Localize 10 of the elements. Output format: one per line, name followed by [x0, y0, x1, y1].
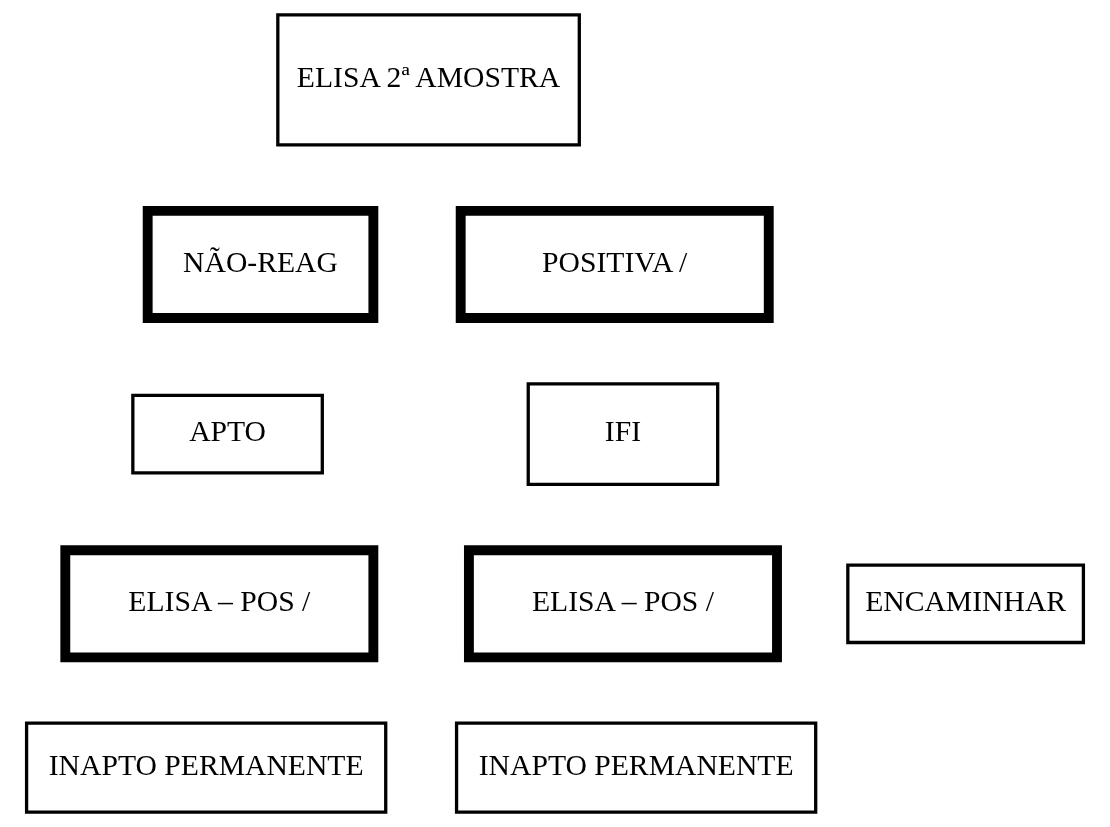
- node-box: ENCAMINHAR: [846, 563, 1086, 645]
- node-box: ELISA – POS /: [60, 545, 379, 663]
- node-box: INAPTO PERMANENTE: [24, 721, 388, 814]
- node-box: NÃO-REAG: [142, 205, 379, 323]
- node-box: POSITIVA /: [455, 205, 774, 323]
- node-box: APTO: [131, 393, 324, 475]
- node-box: ELISA – POS /: [464, 545, 782, 663]
- node-box: IFI: [526, 382, 720, 486]
- node-box: ELISA 2ª AMOSTRA: [276, 13, 581, 147]
- node-box: INAPTO PERMANENTE: [454, 721, 818, 814]
